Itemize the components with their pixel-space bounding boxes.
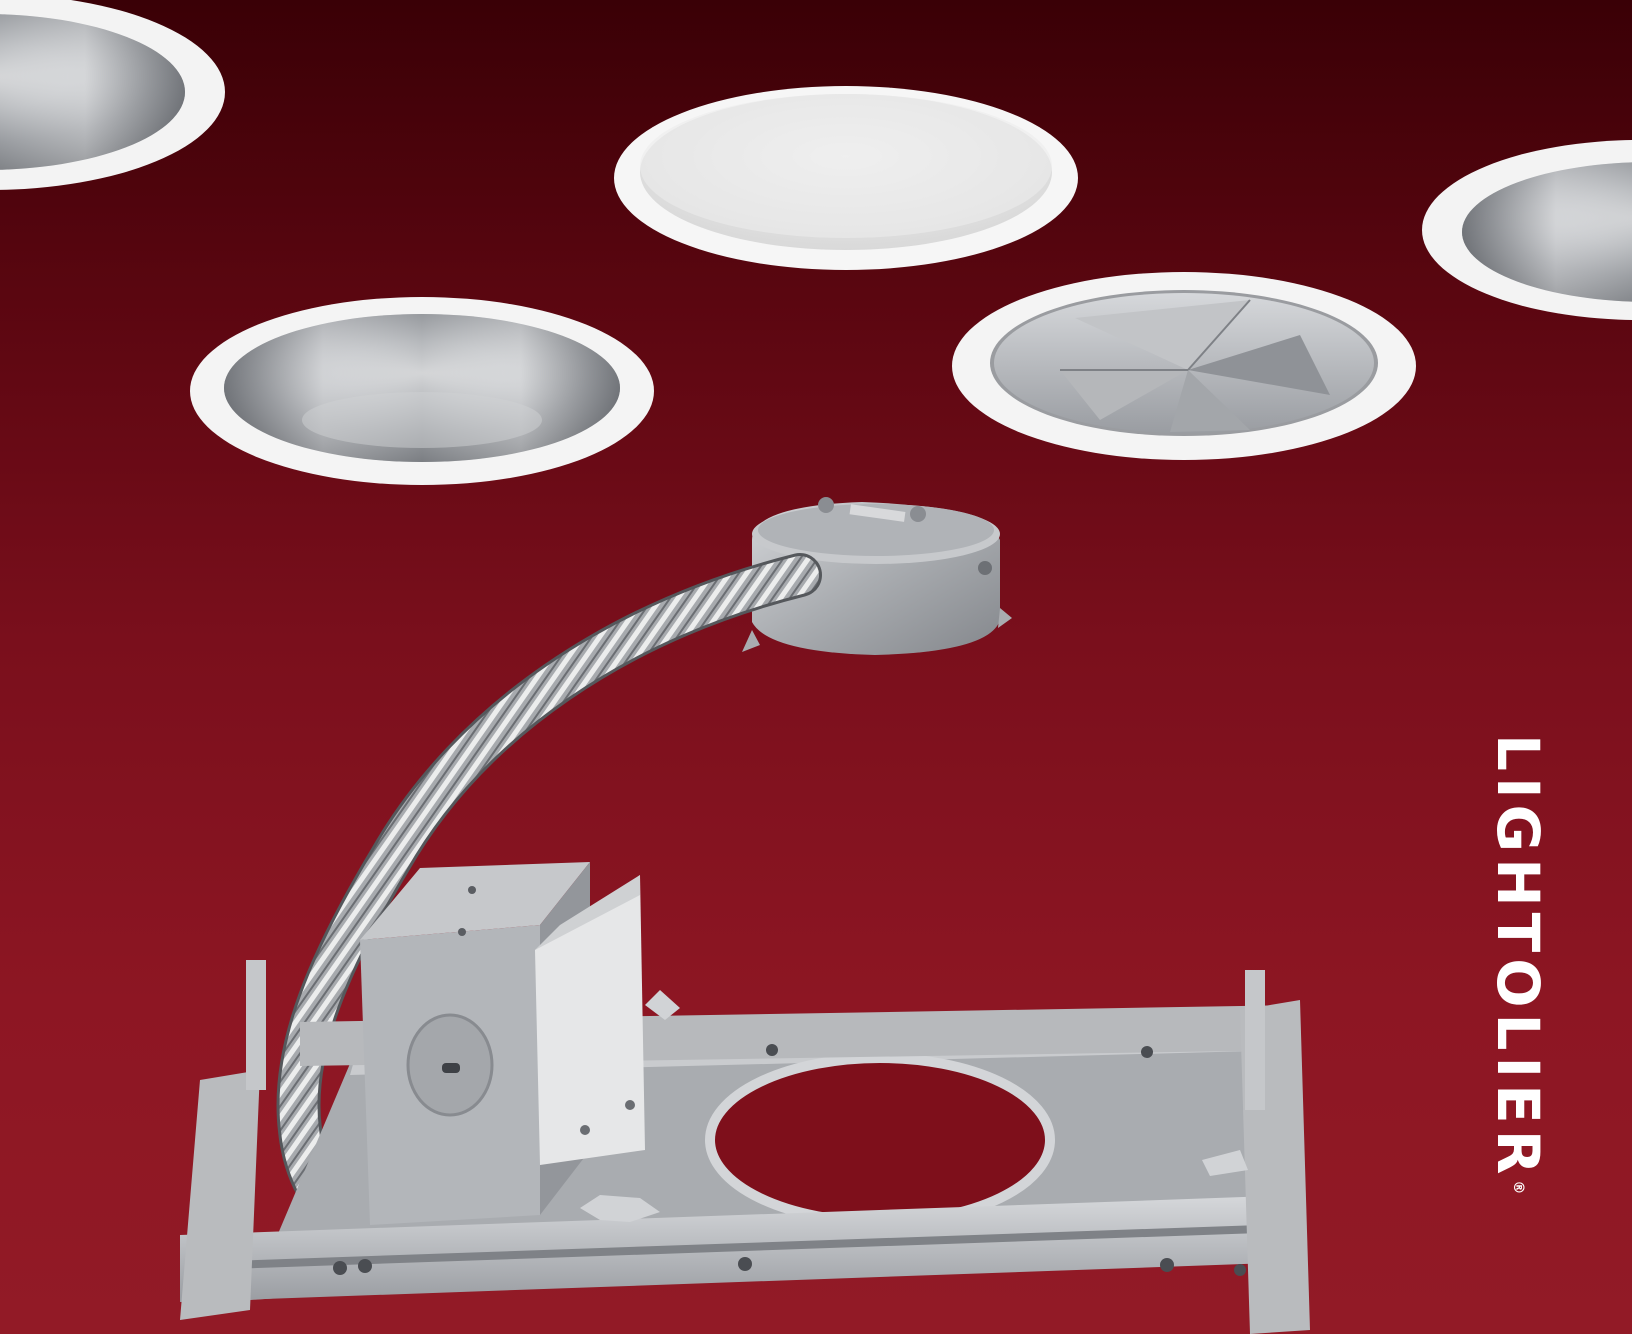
mounting-frame xyxy=(180,960,1310,1334)
open-reflector-trim-top-left xyxy=(0,0,225,190)
open-reflector-trim-center-left xyxy=(190,297,654,485)
brand-logo: LIGHTOLIER® xyxy=(1484,734,1552,1314)
open-reflector-trim-top-right xyxy=(1422,140,1632,320)
wall-wash-baffle-trim xyxy=(952,272,1416,460)
registered-mark: ® xyxy=(1510,1180,1526,1195)
frosted-lens-trim xyxy=(614,86,1078,270)
rectangular-junction-box xyxy=(360,862,645,1225)
round-junction-box xyxy=(742,497,1012,655)
brand-name: LIGHTOLIER xyxy=(1484,734,1552,1181)
